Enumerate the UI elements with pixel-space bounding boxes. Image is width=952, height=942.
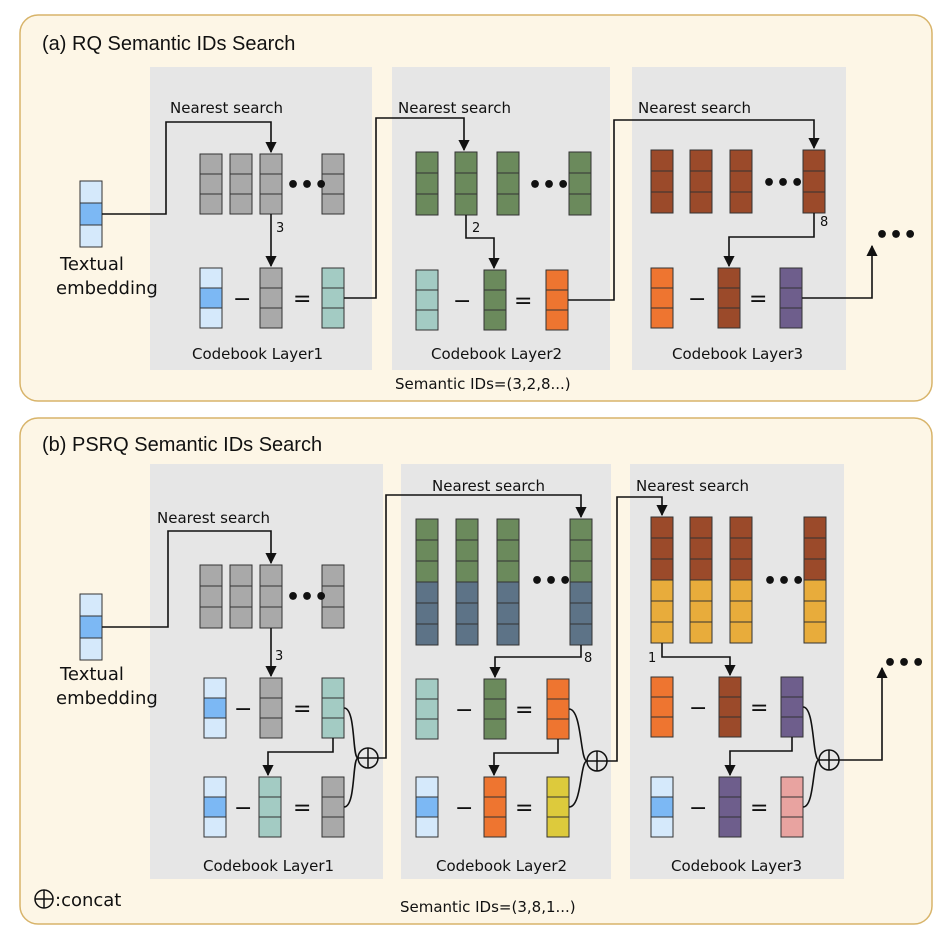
- panel-b-concat-icon-1: [357, 747, 379, 769]
- panel-a-layer3-search-label: Nearest search: [638, 99, 751, 117]
- panel-a-input-label-1: Textual: [59, 254, 124, 275]
- panel-a-layer3-index: 8: [820, 215, 828, 230]
- panel-a-layer1-ellipsis: •••: [286, 173, 328, 198]
- panel-b-semantic-ids: Semantic IDs=(3,8,1...): [400, 898, 576, 916]
- panel-b-layer1-equals-2: =: [293, 796, 311, 821]
- panel-b-layer2-minus-1: −: [455, 698, 473, 723]
- panel-b-input-label-2: embedding: [56, 688, 158, 709]
- panel-b-layer2-index: 8: [584, 651, 592, 666]
- panel-a-layer1-index: 3: [276, 221, 284, 236]
- panel-b-layer1-index: 3: [275, 649, 283, 664]
- panel-b-layer3-index: 1: [648, 651, 656, 666]
- panel-a-title: (a) RQ Semantic IDs Search: [42, 33, 295, 55]
- panel-b-layer2-label: Codebook Layer2: [436, 857, 567, 875]
- panel-b-concat-icon-2: [586, 750, 608, 772]
- panel-a-connectors: [102, 117, 878, 301]
- panel-b-layer3-ellipsis: •••: [763, 569, 805, 594]
- panel-b-layer2-equals-2: =: [515, 796, 533, 821]
- panel-b-layer3-equals-1: =: [750, 696, 768, 721]
- panel-a-layer2-search-label: Nearest search: [398, 99, 511, 117]
- panel-b-layer3-label: Codebook Layer3: [671, 857, 802, 875]
- panel-a-layer3-residual: [650, 267, 803, 329]
- panel-b-layer1-label: Codebook Layer1: [203, 857, 334, 875]
- panel-b-layer3-minus-2: −: [689, 796, 707, 821]
- panel-b-layer3-equals-2: =: [750, 796, 768, 821]
- panel-b-title: (b) PSRQ Semantic IDs Search: [42, 434, 322, 456]
- panel-b-connectors: [102, 494, 888, 808]
- panel-b-layer3-minus-1: −: [689, 696, 707, 721]
- panel-a-layer1-residual: [199, 267, 345, 329]
- panel-b-input-vector: [79, 593, 103, 661]
- concat-legend-icon: [34, 889, 54, 909]
- panel-b-layer3-residual-2: [650, 776, 804, 838]
- panel-a-layer2-label: Codebook Layer2: [431, 345, 562, 363]
- panel-b-layer1-search-label: Nearest search: [157, 509, 270, 527]
- panel-a-next-ellipsis: •••: [875, 223, 917, 248]
- panel-a-layer3-minus: −: [688, 287, 706, 312]
- panel-a-layer3-equals: =: [749, 287, 767, 312]
- panel-a-layer3-ellipsis: •••: [762, 171, 804, 196]
- panel-a-layer2-residual: [415, 269, 569, 331]
- panel-a-input-vector: [79, 180, 103, 248]
- panel-b-layer3-search-label: Nearest search: [636, 477, 749, 495]
- panel-b-layer2-minus-2: −: [455, 796, 473, 821]
- panel-a-layer2-equals: =: [514, 289, 532, 314]
- panel-b-layer2-residual-1: [415, 678, 570, 740]
- panel-b-layer1-codebook: [199, 564, 345, 629]
- panel-b-next-ellipsis: •••: [883, 651, 925, 676]
- panel-b-layer3-codebook: [650, 516, 827, 644]
- panel-b-layer1-minus-1: −: [234, 697, 252, 722]
- panel-b-layer3-residual-1: [650, 676, 804, 738]
- panel-b-layer1-ellipsis: •••: [286, 585, 328, 610]
- panel-a-semantic-ids: Semantic IDs=(3,2,8...): [395, 375, 571, 393]
- panel-b-layer1-minus-2: −: [234, 796, 252, 821]
- panel-a-input-label-2: embedding: [56, 278, 158, 299]
- panel-b-layer2-search-label: Nearest search: [432, 477, 545, 495]
- panel-b-input-label-1: Textual: [59, 664, 124, 685]
- panel-b-layer2-codebook: [415, 518, 593, 646]
- panel-a-layer1-minus: −: [233, 287, 251, 312]
- panel-a-layer2-minus: −: [453, 289, 471, 314]
- panel-a-layer1-label: Codebook Layer1: [192, 345, 323, 363]
- panel-b-layer2-equals-1: =: [515, 698, 533, 723]
- panel-a-layer3-label: Codebook Layer3: [672, 345, 803, 363]
- concat-legend-label: :concat: [55, 890, 121, 911]
- panel-a-layer1-search-label: Nearest search: [170, 99, 283, 117]
- panel-a-layer3-codebook: [650, 149, 826, 214]
- panel-a-layer2-index: 2: [472, 221, 480, 236]
- panel-a-layer2-ellipsis: •••: [528, 173, 570, 198]
- panel-a-layer2-codebook: [415, 151, 592, 216]
- panel-a-layer1-equals: =: [293, 287, 311, 312]
- panel-b-layer2-residual-2: [415, 776, 570, 838]
- panel-b-layer1-equals-1: =: [293, 697, 311, 722]
- panel-b-layer2-ellipsis: •••: [530, 569, 572, 594]
- panel-b-layer1-residual-1: [203, 677, 345, 739]
- panel-b-concat-icon-3: [818, 749, 840, 771]
- panel-b-layer1-residual-2: [203, 776, 345, 838]
